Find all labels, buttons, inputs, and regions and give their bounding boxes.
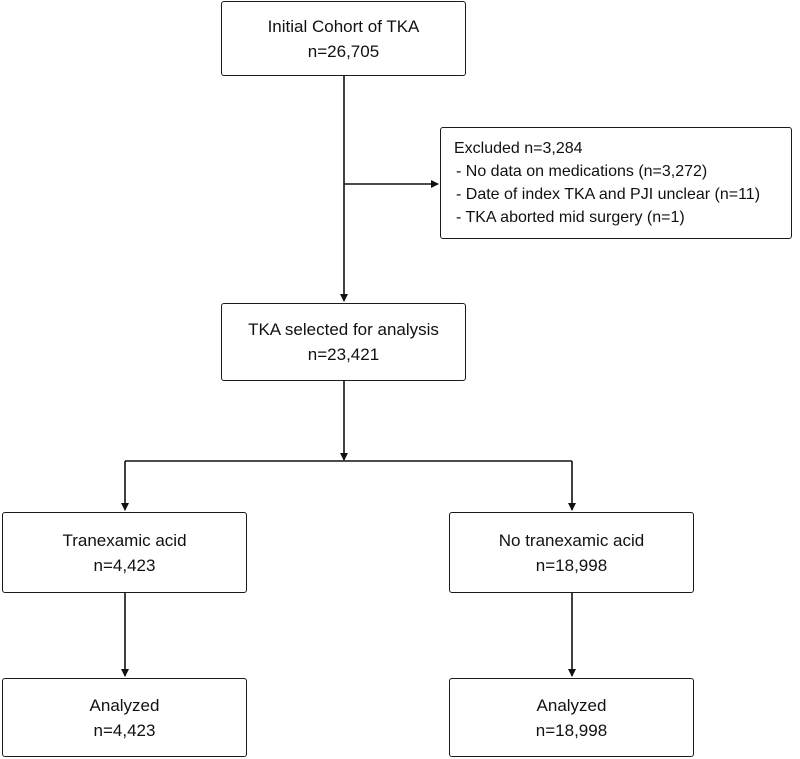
tranexamic-acid-box: Tranexamic acid n=4,423 — [2, 512, 247, 593]
tranexamic-acid-count: n=4,423 — [93, 555, 156, 575]
tranexamic-acid-title: Tranexamic acid — [62, 530, 187, 550]
excluded-box: Excluded n=3,284 - No data on medication… — [440, 127, 792, 239]
selected-title: TKA selected for analysis — [248, 320, 439, 339]
initial-cohort-count: n=26,705 — [307, 41, 380, 61]
analyzed-no-txa-count: n=18,998 — [535, 720, 608, 740]
selected-box: TKA selected for analysis n=23,421 — [221, 303, 466, 381]
excluded-item-aborted: - TKA aborted mid surgery (n=1) — [456, 209, 685, 226]
analyzed-no-txa-title: Analyzed — [536, 695, 607, 715]
no-tranexamic-acid-box: No tranexamic acid n=18,998 — [449, 512, 694, 593]
excluded-item-medications: - No data on medications (n=3,272) — [456, 163, 708, 180]
analyzed-txa-count: n=4,423 — [93, 720, 156, 740]
excluded-title: Excluded n=3,284 — [454, 140, 583, 157]
no-tranexamic-acid-title: No tranexamic acid — [498, 530, 645, 550]
excluded-item-date-unclear: - Date of index TKA and PJI unclear (n=1… — [456, 186, 761, 203]
initial-cohort-box: Initial Cohort of TKA n=26,705 — [221, 1, 466, 76]
selected-count: n=23,421 — [307, 345, 380, 364]
analyzed-txa-box: Analyzed n=4,423 — [2, 678, 247, 757]
analyzed-txa-title: Analyzed — [89, 695, 160, 715]
no-tranexamic-acid-count: n=18,998 — [535, 555, 608, 575]
analyzed-no-txa-box: Analyzed n=18,998 — [449, 678, 694, 757]
initial-cohort-title: Initial Cohort of TKA — [267, 16, 420, 36]
